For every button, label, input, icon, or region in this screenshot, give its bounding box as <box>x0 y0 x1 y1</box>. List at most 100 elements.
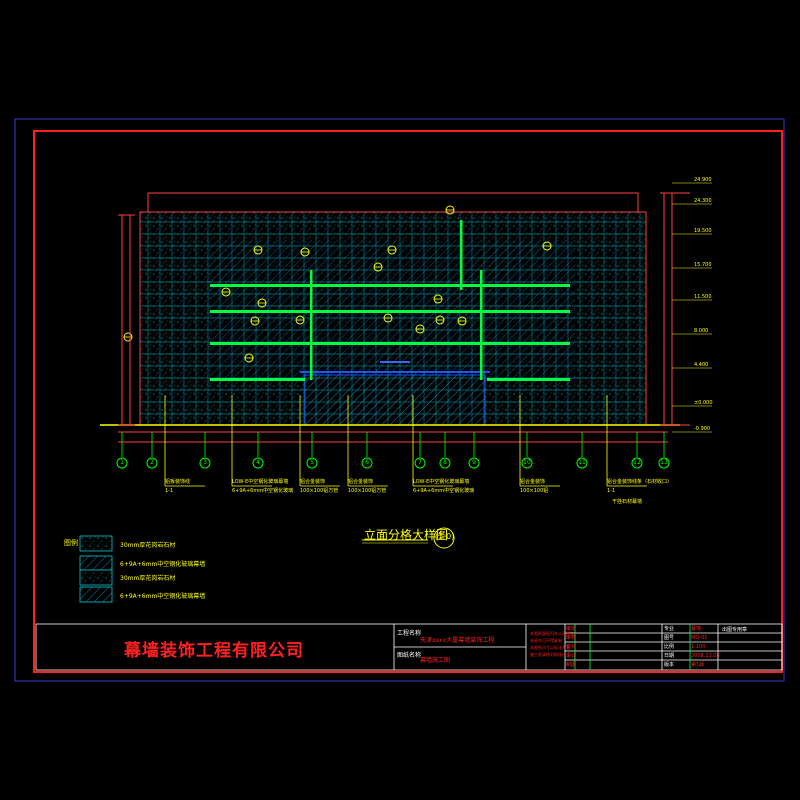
material-callout: 干挂石材幕墙 <box>612 498 642 507</box>
elevation-label: -0.900 <box>694 426 711 432</box>
company-name: 幕墙装饰工程有限公司 <box>124 641 304 661</box>
legend-item: 30mm厚花岗岩石材 <box>120 575 176 582</box>
note-line: 未经许可不得复制 <box>530 638 562 643</box>
drawing-title: 立面分格大样图 <box>364 528 449 542</box>
drawing-name-value: 幕墙施工图 <box>420 657 451 664</box>
elevation-label: 4.400 <box>694 362 709 368</box>
outer-frame <box>14 118 785 682</box>
grid-axis-bubble <box>468 457 480 469</box>
callout-sub: 100×100铝 <box>520 488 549 494</box>
title-tag-circle <box>433 527 455 549</box>
grid-axis-label: 3 <box>203 459 207 466</box>
callout-sub: 100×100铝方管 <box>300 488 339 494</box>
sign-row: 设计 <box>566 653 577 659</box>
callout-sub: 6+9A+6mm中空钢化玻璃 <box>413 488 475 494</box>
row-key: 图号 <box>664 635 675 641</box>
project-label: 工程名称 <box>397 630 422 637</box>
sign-row: 校对 <box>566 644 577 650</box>
grid-axis-bubble <box>361 457 373 469</box>
note-line: 本图纸版权归本公司所有 <box>530 631 574 636</box>
bottom-dimension-chain <box>118 431 668 443</box>
floor-beam <box>210 342 570 345</box>
material-callout: 铝合金装饰 100×100铝方管 <box>300 478 338 496</box>
elevation-label: ±0.000 <box>694 400 713 406</box>
title-block-frame <box>35 623 783 671</box>
grid-axis-label: 8 <box>443 459 447 466</box>
right-dimension-chain <box>660 192 690 426</box>
floor-beam <box>210 310 570 313</box>
material-callout: 铝板装饰线 1-1 <box>165 478 190 496</box>
row-key: 版本 <box>664 662 675 668</box>
grid-axis-bubble <box>199 457 211 469</box>
grid-axis-bubble <box>631 457 643 469</box>
project-value: 天津xxxx大厦幕墙装饰工程 <box>420 637 495 644</box>
column-beam <box>460 220 463 290</box>
elevation-label: 8.000 <box>694 328 709 334</box>
grid-axis-bubble <box>306 457 318 469</box>
callout-text: LOW-E中空钢化玻璃幕墙 <box>413 479 470 485</box>
grid-axis-bubble <box>521 457 533 469</box>
callout-sub: 100×100铝方管 <box>348 488 387 494</box>
grid-axis-label: 11 <box>578 459 586 466</box>
elevation-label: 19.500 <box>694 228 712 234</box>
note-line: 施工前请核对现场尺寸 <box>530 652 570 657</box>
row-key: 日期 <box>664 653 675 659</box>
grid-axis-label: 2 <box>150 459 154 466</box>
grid-axis-label: 6 <box>365 459 369 466</box>
callout-text: 铝合金装饰 <box>300 479 326 485</box>
grid-axis-bubble <box>252 457 264 469</box>
drawing-title-tag: (1-0) <box>435 532 455 541</box>
sign-row: 制图 <box>566 662 577 668</box>
callout-sub: 6+9A+6mm中空钢化玻璃 <box>232 488 294 494</box>
drawing-name-label: 图纸名称 <box>397 652 422 659</box>
row-val: 2008.11.08 <box>691 653 720 659</box>
grid-axis-label: 7 <box>418 459 422 466</box>
row-key: 专业 <box>664 626 675 632</box>
notes: 本图纸版权归本公司所有 未经许可不得复制 本图纸尺寸以标注为准 施工前请核对现场… <box>530 630 574 658</box>
row-key: 比例 <box>664 644 675 650</box>
grid-axis-label: 5 <box>310 459 314 466</box>
sign-row: 审定 <box>566 626 577 632</box>
grid-axis-label: 12 <box>633 459 641 466</box>
legend-heading: 图例 <box>64 539 78 547</box>
legend-swatches <box>79 535 113 603</box>
grid-axis-bubble <box>146 457 158 469</box>
floor-beam <box>210 284 570 287</box>
material-callout: LOW-E中空钢化玻璃幕墙 6+9A+6mm中空钢化玻璃 <box>413 478 474 496</box>
grid-axis-label: 4 <box>256 459 260 466</box>
column-beam <box>310 270 313 380</box>
inner-frame <box>33 130 783 673</box>
callout-text: 铝合金装饰 <box>520 479 546 485</box>
material-callout: 铝合金装饰 100×100铝方管 <box>348 478 386 496</box>
callout-text: LOW-E中空钢化玻璃幕墙 <box>232 479 289 485</box>
elevation-label: 24.300 <box>694 198 712 204</box>
row-val: 幕墙 <box>691 626 702 632</box>
building-elevation <box>100 192 680 426</box>
stamp: 出图专用章 <box>722 627 748 633</box>
sign-rows: 审定 审核 校对 设计 制图 <box>566 625 576 670</box>
legend-item: 6+9A+6mm中空钢化玻璃幕墙 <box>120 561 206 568</box>
callout-sub: 1-1 <box>607 488 616 494</box>
grid-axis-bubble <box>576 457 588 469</box>
legend-item: 30mm厚花岗岩石材 <box>120 542 176 549</box>
note-line: 本图纸尺寸以标注为准 <box>530 645 570 650</box>
legend-item: 6+9A+6mm中空钢化玻璃幕墙 <box>120 593 206 600</box>
callout-text: 干挂石材幕墙 <box>612 499 643 505</box>
row-val: 第1版 <box>691 662 705 668</box>
column-beam <box>480 270 483 380</box>
row-val: 1:100 <box>691 644 706 650</box>
material-callout: 铝合金装饰线条（石材收口）1-1 <box>607 478 672 496</box>
callout-text: 铝板装饰线 <box>165 479 191 485</box>
sign-row: 审核 <box>566 635 577 641</box>
grid-axis-bubble <box>658 457 670 469</box>
grid-axis-bubble <box>414 457 426 469</box>
grid-axis-bubble <box>116 457 128 469</box>
material-callout: 铝合金装饰 100×100铝 <box>520 478 548 496</box>
callout-sub: 1-1 <box>165 488 174 494</box>
callout-text: 铝合金装饰 <box>348 479 374 485</box>
elevation-label: 24.900 <box>694 177 712 183</box>
grid-axis-label: 13 <box>660 459 668 466</box>
grid-axis-bubble <box>439 457 451 469</box>
